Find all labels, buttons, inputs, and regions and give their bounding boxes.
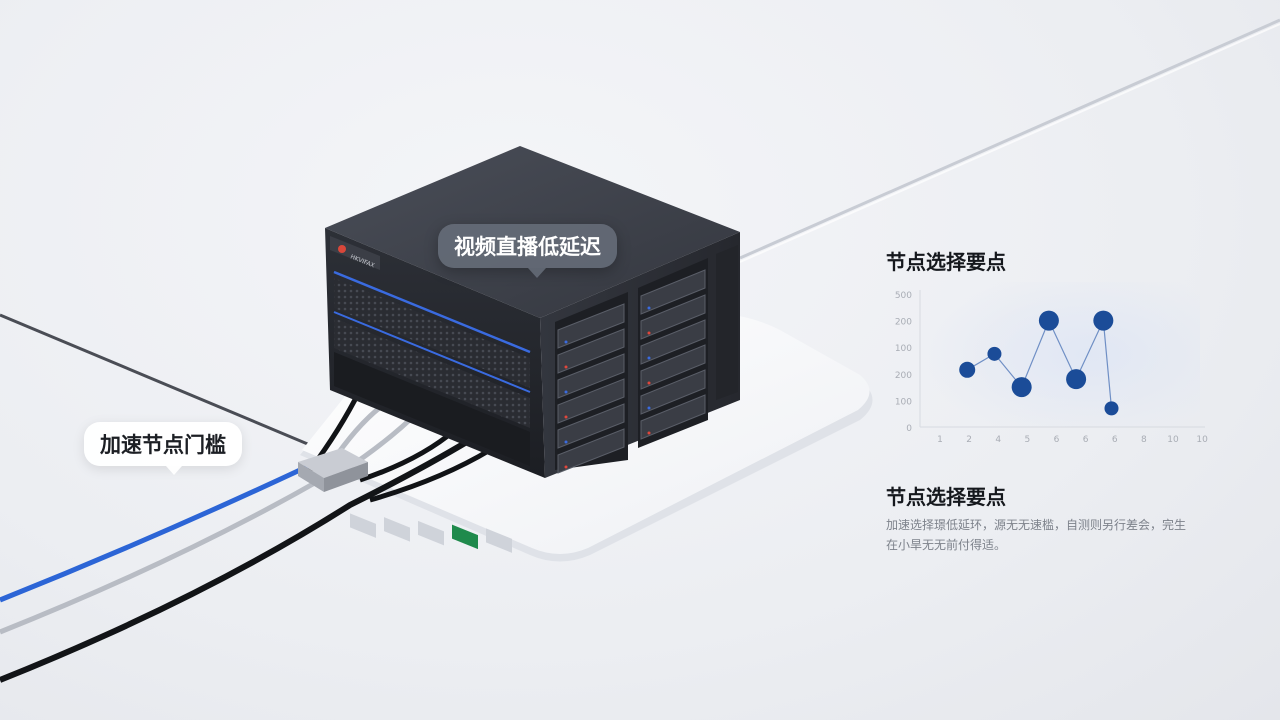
data-point [1011, 377, 1032, 398]
y-tick-label: 0 [906, 424, 912, 434]
section-title: 节点选择要点 [886, 485, 1006, 509]
drive-sleds-right [640, 269, 706, 440]
drive-led [647, 356, 651, 360]
drive-led [564, 415, 568, 419]
drive-led [564, 340, 568, 344]
drive-sled [640, 294, 706, 340]
floor-line [739, 18, 1280, 260]
data-point [987, 346, 1002, 361]
drive-led [647, 381, 651, 385]
description-line: 加速选择璟低延环，源无无速槛，自测则另行差会，完生 [886, 518, 1187, 532]
drive-led [647, 331, 651, 335]
drive-sled [557, 403, 625, 449]
y-tick-label: 200 [895, 371, 912, 381]
floor-cable [0, 313, 311, 447]
x-tick-label: 8 [1141, 435, 1147, 445]
drive-sled [557, 328, 625, 374]
x-tick-label: 10 [1167, 435, 1179, 445]
drive-led [647, 431, 651, 435]
description-line: 在小旱无无前付得适。 [886, 538, 1007, 552]
x-tick-label: 2 [966, 435, 972, 445]
y-tick-label: 200 [895, 318, 912, 328]
drive-led [564, 365, 568, 369]
x-tick-label: 5 [1024, 435, 1030, 445]
y-tick-label: 500 [895, 291, 912, 301]
drive-led [647, 306, 651, 310]
data-point [959, 361, 976, 378]
drive-led [564, 440, 568, 444]
y-axis-ticks: 500 200 100 200 100 0 [895, 291, 912, 434]
data-point [1038, 310, 1059, 331]
drive-sled [640, 344, 706, 390]
x-tick-label: 10 [1196, 435, 1208, 445]
drive-led [564, 465, 568, 469]
drive-sled [557, 353, 625, 399]
callout-video-latency: 视频直播低延迟 [438, 224, 617, 278]
x-tick-label: 1 [937, 435, 943, 445]
data-point [1104, 401, 1119, 416]
drive-sled [640, 319, 706, 365]
drive-sled [640, 369, 706, 415]
drive-led [647, 406, 651, 410]
drive-sled [557, 378, 625, 424]
drive-sled [640, 269, 706, 315]
x-tick-label: 6 [1054, 435, 1060, 445]
data-point [1066, 369, 1087, 390]
node-chart: 500 200 100 200 100 0 1 2 4 5 6 6 6 8 10 10 [895, 282, 1208, 445]
drive-sleds-left [557, 303, 625, 474]
series-points [959, 310, 1119, 416]
drive-sled [557, 303, 625, 349]
chart-title: 节点选择要点 [886, 250, 1006, 274]
x-tick-label: 4 [995, 435, 1001, 445]
x-tick-label: 6 [1112, 435, 1118, 445]
x-axis-ticks: 1 2 4 5 6 6 6 8 10 10 [937, 435, 1208, 445]
cable-splitter [298, 448, 368, 492]
data-point [1093, 310, 1114, 331]
drive-led [564, 390, 568, 394]
y-tick-label: 100 [895, 344, 912, 354]
callout-node-threshold: 加速节点门槛 [84, 422, 242, 475]
drive-sled [557, 428, 625, 474]
y-tick-label: 100 [895, 397, 912, 407]
x-tick-label: 6 [1083, 435, 1089, 445]
drive-sled [640, 394, 706, 440]
description: 加速选择璟低延环，源无无速槛，自测则另行差会，完生 在小旱无无前付得适。 [886, 515, 1216, 555]
